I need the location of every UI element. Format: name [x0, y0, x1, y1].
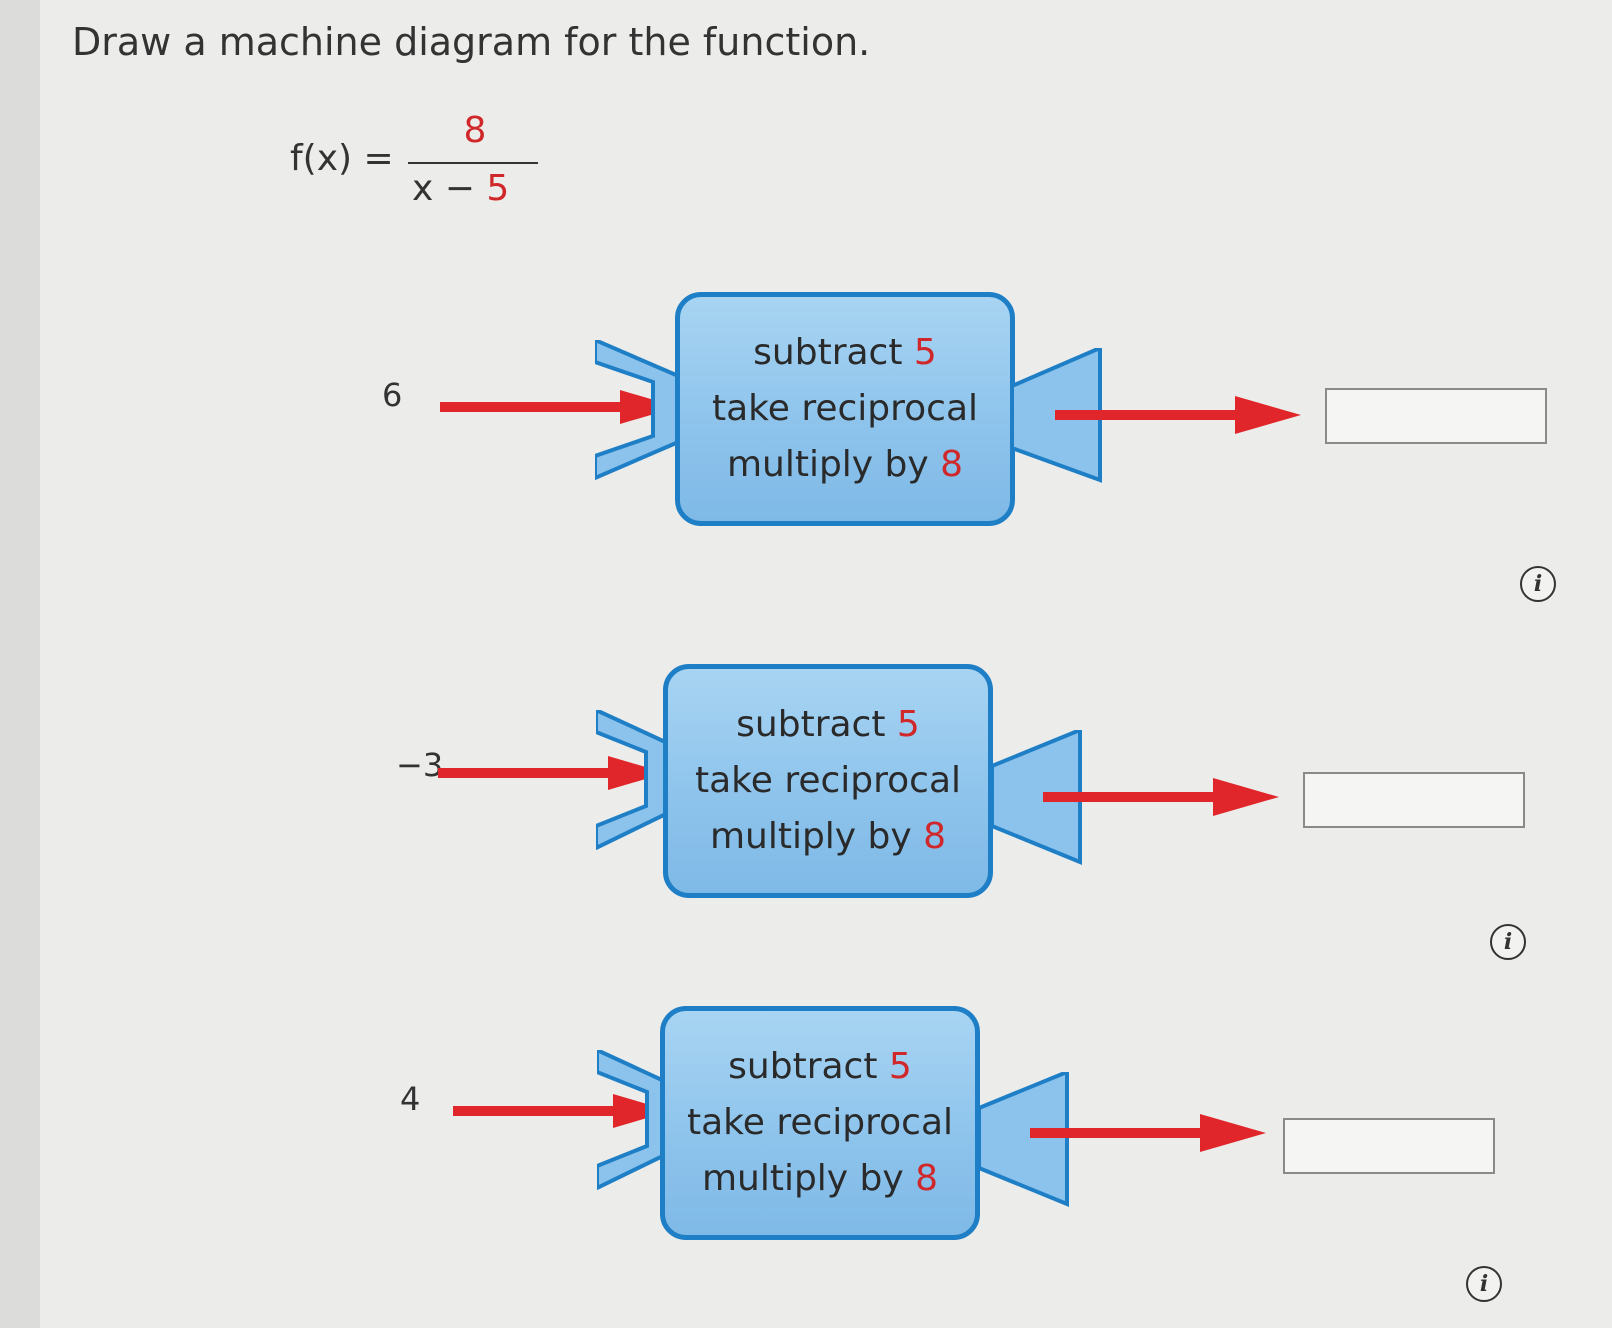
- step-reciprocal: take reciprocal: [686, 1102, 954, 1143]
- output-arrow: [1055, 396, 1301, 434]
- input-arrow: [440, 390, 678, 424]
- denominator-constant: 5: [486, 168, 510, 209]
- output-answer-field[interactable]: [1283, 1118, 1495, 1174]
- input-arrow: [453, 1094, 671, 1128]
- step-subtract: subtract 5: [728, 1046, 912, 1087]
- output-answer-field[interactable]: [1303, 772, 1525, 828]
- input-value: 6: [382, 376, 403, 414]
- output-arrow: [1030, 1114, 1266, 1152]
- output-answer-field[interactable]: [1325, 388, 1547, 444]
- machine-2: −3 subtract 5 take reciprocal multiply b…: [0, 664, 1525, 924]
- function-machine-box: subtract 5 take reciprocal multiply by 8: [660, 1006, 980, 1240]
- step-multiply: multiply by 8: [726, 444, 964, 485]
- input-value: −3: [396, 746, 444, 784]
- function-machine-box: subtract 5 take reciprocal multiply by 8: [663, 664, 993, 898]
- function-machine-box: subtract 5 take reciprocal multiply by 8: [675, 292, 1015, 526]
- formula-numerator: 8: [463, 110, 487, 151]
- step-reciprocal: take reciprocal: [711, 388, 979, 429]
- step-multiply: multiply by 8: [709, 816, 947, 857]
- output-arrow: [1043, 778, 1279, 816]
- formula-denominator: x − 5: [412, 168, 509, 209]
- output-funnel: [977, 1072, 1069, 1207]
- machine-3: 4 subtract 5 take reciprocal multiply by…: [0, 1006, 1495, 1266]
- formula-lhs: f(x) =: [290, 138, 394, 179]
- output-funnel: [990, 730, 1082, 865]
- fraction-bar: [408, 162, 538, 164]
- step-reciprocal: take reciprocal: [694, 760, 962, 801]
- input-value: 4: [400, 1080, 421, 1118]
- step-multiply: multiply by 8: [701, 1158, 939, 1199]
- info-icon[interactable]: i: [1466, 1266, 1502, 1302]
- machine-1: 6 subtract 5 take reciprocal multiply by…: [0, 292, 1547, 552]
- input-funnel: [595, 340, 685, 480]
- input-arrow: [438, 756, 666, 790]
- info-icon[interactable]: i: [1490, 924, 1526, 960]
- step-subtract: subtract 5: [736, 704, 920, 745]
- question-prompt: Draw a machine diagram for the function.: [72, 20, 871, 64]
- info-icon[interactable]: i: [1520, 566, 1556, 602]
- denominator-variable: x −: [412, 168, 487, 209]
- step-subtract: subtract 5: [753, 332, 937, 373]
